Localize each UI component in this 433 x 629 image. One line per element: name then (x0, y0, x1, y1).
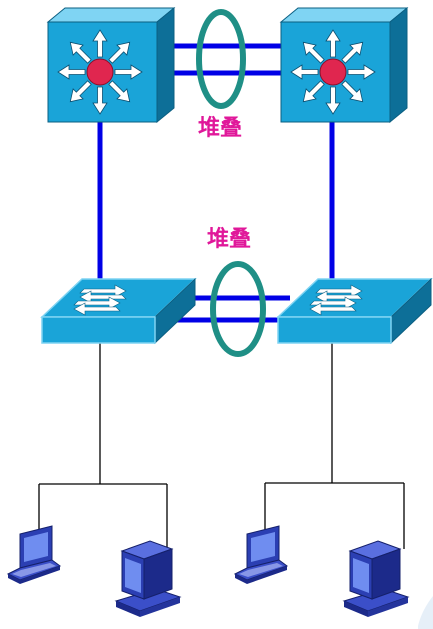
laptop-left (7, 525, 61, 585)
laptop-right (234, 525, 288, 585)
access-switch-left (40, 277, 197, 345)
core-stack-ring (196, 9, 246, 109)
access-stack-label: 堆叠 (207, 227, 252, 252)
workgroup-switch-icon (309, 284, 363, 316)
multilayer-switch-icon (86, 58, 114, 86)
core-switch-left (46, 6, 176, 124)
uplinks (97, 43, 335, 323)
desktop-left (115, 540, 181, 618)
multilayer-switch-icon (319, 58, 347, 86)
access-switch-right (276, 277, 433, 345)
host-cables (38, 342, 405, 549)
workgroup-switch-icon (73, 284, 127, 316)
core-stack-label: 堆叠 (198, 116, 243, 141)
core-switch-right (279, 6, 409, 124)
desktop-right (343, 540, 409, 618)
corner-decoration (418, 596, 433, 629)
access-stack-ring (210, 261, 266, 357)
